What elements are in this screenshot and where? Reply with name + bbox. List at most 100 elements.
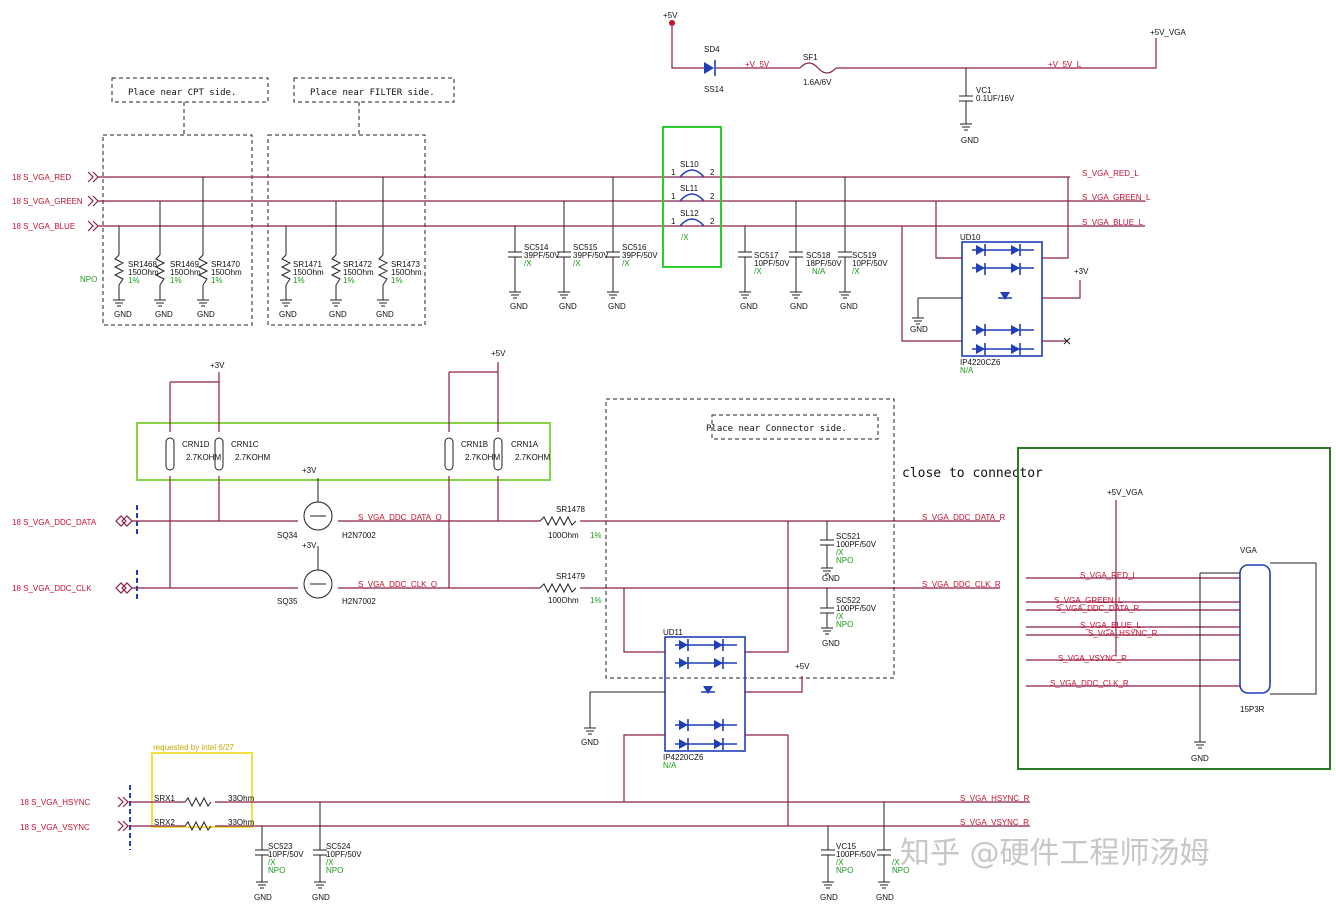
- svg-text:39PF/50V: 39PF/50V: [524, 251, 560, 260]
- svg-text:S_VGA_HSYNC_R: S_VGA_HSYNC_R: [1088, 629, 1158, 638]
- port-ddc-clk: 18 S_VGA_DDC_CLK: [12, 584, 92, 593]
- svg-text:GND: GND: [822, 639, 840, 648]
- svg-text:SQ35: SQ35: [277, 597, 298, 606]
- label-sr1468: SR1468: [128, 260, 157, 269]
- svg-text:1: 1: [671, 192, 676, 201]
- svg-text:CRN1C: CRN1C: [231, 440, 259, 449]
- svg-text:/X: /X: [524, 259, 532, 268]
- svg-text:SF1: SF1: [803, 53, 818, 62]
- svg-text:/X: /X: [754, 267, 762, 276]
- svg-text:GND: GND: [740, 302, 758, 311]
- svg-text:S_VGA_DDC_DATA_R: S_VGA_DDC_DATA_R: [1056, 604, 1140, 613]
- svg-text:33Ohm: 33Ohm: [228, 794, 255, 803]
- svg-text:VGA: VGA: [1240, 546, 1258, 555]
- svg-text:GND: GND: [790, 302, 808, 311]
- svg-text:150Ohm: 150Ohm: [128, 268, 159, 277]
- svg-text:/X: /X: [681, 233, 689, 242]
- port-red: 18 S_VGA_RED: [12, 173, 71, 182]
- svg-text:2.7KOHM: 2.7KOHM: [515, 453, 550, 462]
- port-ddc-data: 18 S_VGA_DDC_DATA: [12, 518, 97, 527]
- svg-text:SC517: SC517: [754, 251, 779, 260]
- svg-text:VC15: VC15: [836, 842, 857, 851]
- svg-text:+3V: +3V: [302, 541, 317, 550]
- net-ddc-data-r: S_VGA_DDC_DATA_R: [922, 513, 1006, 522]
- net-ddc-clk-q: S_VGA_DDC_CLK_Q: [358, 580, 437, 589]
- svg-text:2: 2: [710, 217, 715, 226]
- svg-text:GND: GND: [840, 302, 858, 311]
- svg-text:IP4220CZ6: IP4220CZ6: [663, 753, 704, 762]
- svg-text:S_VGA_BLUE_L: S_VGA_BLUE_L: [1080, 621, 1141, 630]
- svg-text:SC524: SC524: [326, 842, 351, 851]
- svg-text:1%: 1%: [293, 276, 305, 285]
- svg-text:2: 2: [710, 192, 715, 201]
- net-red-l: S_VGA_RED_L: [1082, 169, 1139, 178]
- svg-text:NPO: NPO: [326, 866, 343, 875]
- port-hsync: 18 S_VGA_HSYNC: [20, 798, 90, 807]
- svg-text:H2N7002: H2N7002: [342, 597, 376, 606]
- svg-text:S_VGA_VSYNC_R: S_VGA_VSYNC_R: [1058, 654, 1127, 663]
- port-blue: 18 S_VGA_BLUE: [12, 222, 75, 231]
- highlight-ferrite: [662, 126, 722, 268]
- svg-text:100Ohm: 100Ohm: [548, 596, 579, 605]
- svg-text:150Ohm: 150Ohm: [170, 268, 201, 277]
- svg-text:CRN1B: CRN1B: [461, 440, 488, 449]
- svg-text:SR1479: SR1479: [556, 572, 585, 581]
- svg-text:S_VGA_RED_L: S_VGA_RED_L: [1080, 571, 1137, 580]
- svg-text:SRX2: SRX2: [154, 818, 175, 827]
- svg-text:+3V: +3V: [210, 361, 225, 370]
- svg-text:39PF/50V: 39PF/50V: [622, 251, 658, 260]
- svg-text:SS14: SS14: [704, 85, 724, 94]
- svg-text:SC519: SC519: [852, 251, 877, 260]
- svg-text:IP4220CZ6: IP4220CZ6: [960, 358, 1001, 367]
- svg-text:SL10: SL10: [680, 160, 699, 169]
- note-filter: Place near FILTER side.: [310, 88, 435, 98]
- svg-text:GND: GND: [820, 893, 838, 902]
- svg-text:1%: 1%: [391, 276, 403, 285]
- svg-text:GND: GND: [279, 310, 297, 319]
- svg-text:S_VGA_GREEN_L: S_VGA_GREEN_L: [1054, 596, 1123, 605]
- svg-text:1%: 1%: [590, 596, 602, 605]
- svg-text:S_VGA_DDC_CLK_R: S_VGA_DDC_CLK_R: [1050, 679, 1129, 688]
- label-sr1471: SR1471: [293, 260, 322, 269]
- svg-text:GND: GND: [197, 310, 215, 319]
- svg-text:1: 1: [671, 168, 676, 177]
- svg-text:2.7KOHM: 2.7KOHM: [235, 453, 270, 462]
- svg-text:N/A: N/A: [960, 366, 974, 375]
- svg-text:N/A: N/A: [663, 761, 677, 770]
- label-npo-left: NPO: [80, 275, 97, 284]
- svg-text:GND: GND: [822, 574, 840, 583]
- svg-text:NPO: NPO: [836, 866, 853, 875]
- svg-text:GND: GND: [510, 302, 528, 311]
- svg-text:2.7KOHM: 2.7KOHM: [186, 453, 221, 462]
- svg-text:SC521: SC521: [836, 532, 861, 541]
- svg-text:GND: GND: [559, 302, 577, 311]
- label-sr1473: SR1473: [391, 260, 420, 269]
- svg-text:SQ34: SQ34: [277, 531, 298, 540]
- net-vsync-r: S_VGA_VSYNC_R: [960, 818, 1029, 827]
- svg-text:UD10: UD10: [960, 233, 981, 242]
- svg-text:/X: /X: [836, 858, 844, 867]
- svg-text:VC1: VC1: [976, 86, 992, 95]
- net-green-l: S_VGA_GREEN_L: [1082, 193, 1151, 202]
- svg-text:SD4: SD4: [704, 45, 720, 54]
- svg-text:NPO: NPO: [268, 866, 285, 875]
- highlight-crn: [136, 422, 551, 481]
- svg-text:39PF/50V: 39PF/50V: [573, 251, 609, 260]
- svg-text:GND: GND: [608, 302, 626, 311]
- port-vsync: 18 S_VGA_VSYNC: [20, 823, 90, 832]
- svg-text:100PF/50V: 100PF/50V: [836, 540, 877, 549]
- ud10-chip: [961, 241, 1043, 357]
- svg-text:SRX1: SRX1: [154, 794, 175, 803]
- svg-text:SR1478: SR1478: [556, 505, 585, 514]
- svg-text:N/A: N/A: [812, 267, 826, 276]
- svg-text:10PF/50V: 10PF/50V: [268, 850, 304, 859]
- port-green: 18 S_VGA_GREEN: [12, 197, 83, 206]
- svg-text:NPO: NPO: [836, 620, 853, 629]
- svg-text:10PF/50V: 10PF/50V: [326, 850, 362, 859]
- svg-text:1%: 1%: [128, 276, 140, 285]
- svg-text:100PF/50V: 100PF/50V: [836, 850, 877, 859]
- svg-text:GND: GND: [961, 136, 979, 145]
- svg-text:100Ohm: 100Ohm: [548, 531, 579, 540]
- svg-text:/X: /X: [268, 858, 276, 867]
